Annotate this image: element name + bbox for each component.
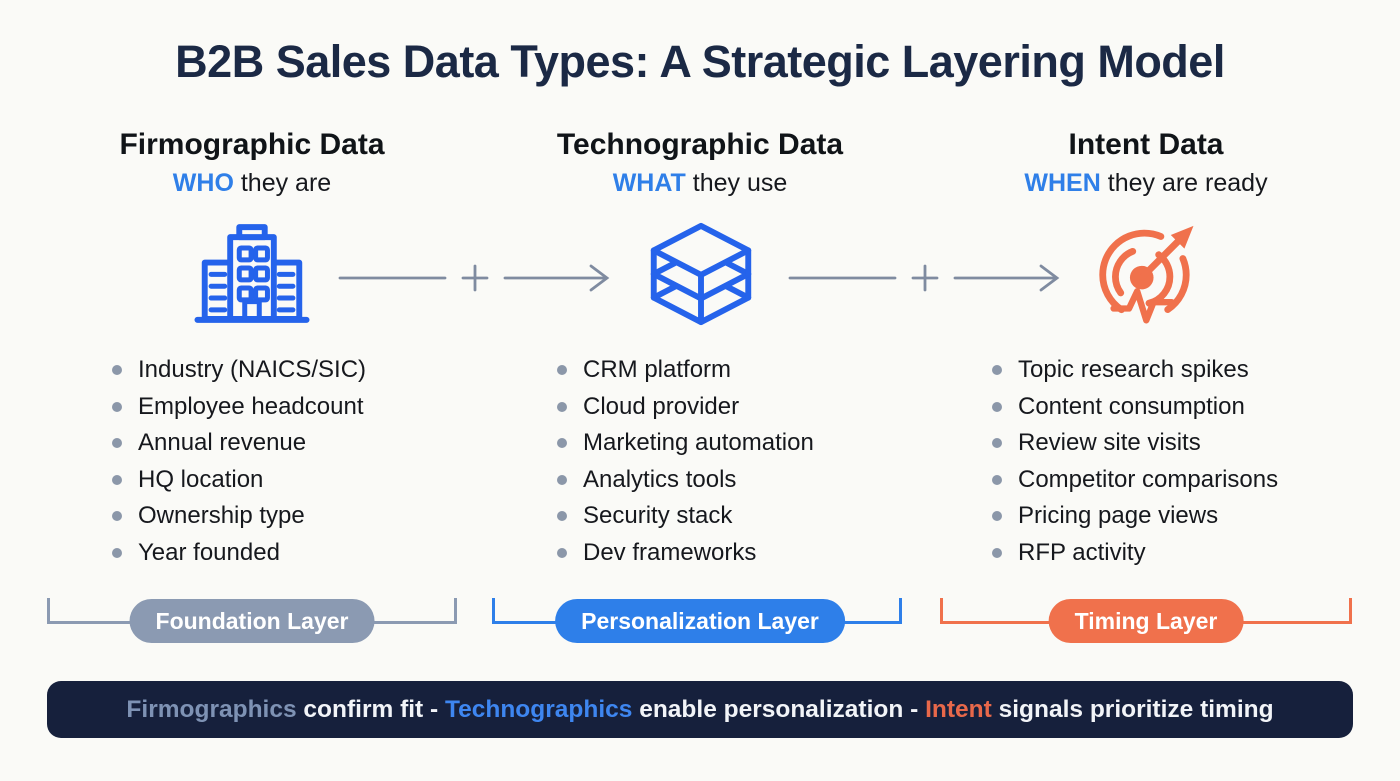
- column-header-technographic: Technographic Data WHAT they use: [508, 128, 892, 198]
- page-title: B2B Sales Data Types: A Strategic Layeri…: [175, 36, 1225, 87]
- personalization-layer-badge: Personalization Layer: [555, 599, 845, 643]
- summary-bar: Firmographics confirm fit - Technographi…: [47, 681, 1353, 738]
- subtitle-keyword: WHEN: [1024, 169, 1101, 197]
- layers-icon: [642, 220, 760, 333]
- list-item: HQ location: [112, 462, 472, 499]
- bullet-dot: [557, 511, 567, 522]
- timing-layer-badge: Timing Layer: [1048, 599, 1244, 643]
- summary-technographics: Technographics: [444, 695, 633, 723]
- list-item: Security stack: [557, 498, 917, 535]
- list-item-label: Content consumption: [1018, 392, 1245, 420]
- list-item-label: Competitor comparisons: [1018, 465, 1279, 493]
- bullet-dot: [992, 365, 1002, 376]
- bullet-dot: [992, 511, 1002, 522]
- list-item-label: Security stack: [583, 502, 733, 530]
- list-item-label: Dev frameworks: [583, 538, 757, 566]
- bullet-dot: [992, 547, 1002, 558]
- list-item-label: Year founded: [138, 538, 280, 566]
- list-item: Competitor comparisons: [992, 462, 1352, 499]
- plus-sign: [911, 264, 939, 292]
- list-item: Annual revenue: [112, 425, 472, 462]
- bullet-dot: [557, 547, 567, 558]
- bullet-dot: [112, 474, 122, 485]
- column-heading: Intent Data: [1068, 128, 1224, 161]
- bullet-dot: [557, 474, 567, 485]
- summary-text: enable personalization -: [632, 695, 926, 723]
- list-item-label: Ownership type: [138, 502, 305, 530]
- list-item: Industry (NAICS/SIC): [112, 352, 472, 389]
- list-item: Topic research spikes: [992, 352, 1352, 389]
- arrow-head: [1039, 264, 1060, 292]
- column-header-intent: Intent Data WHEN they are ready: [954, 128, 1338, 198]
- list-item-label: Review site visits: [1018, 429, 1201, 457]
- list-item-label: CRM platform: [583, 356, 732, 384]
- bullet-dot: [992, 401, 1002, 412]
- summary-text: signals prioritize timing: [991, 695, 1274, 723]
- list-item-label: HQ location: [138, 465, 264, 493]
- list-item: Dev frameworks: [557, 535, 917, 572]
- intent-list: Topic research spikes Content consumptio…: [992, 352, 1352, 571]
- subtitle-rest: they use: [692, 169, 788, 197]
- building-icon: [192, 220, 312, 332]
- bullet-dot: [112, 401, 122, 412]
- bullet-dot: [557, 438, 567, 449]
- bullet-dot: [112, 547, 122, 558]
- list-item-label: Topic research spikes: [1018, 356, 1249, 384]
- bullet-dot: [992, 438, 1002, 449]
- list-item-label: Pricing page views: [1018, 502, 1219, 530]
- plus-sign: [461, 264, 489, 292]
- column-subtitle: WHO they are: [60, 169, 444, 198]
- target-arrow-icon: [1090, 218, 1208, 335]
- bullet-dot: [992, 474, 1002, 485]
- list-item: Pricing page views: [992, 498, 1352, 535]
- column-heading: Technographic Data: [556, 128, 844, 161]
- bullet-dot: [112, 511, 122, 522]
- list-item-label: Industry (NAICS/SIC): [138, 356, 367, 384]
- list-item-label: Analytics tools: [583, 465, 737, 493]
- list-item: Analytics tools: [557, 462, 917, 499]
- column-subtitle: WHEN they are ready: [954, 169, 1338, 198]
- technographic-list: CRM platform Cloud provider Marketing au…: [557, 352, 917, 571]
- list-item-label: Cloud provider: [583, 392, 740, 420]
- firmographic-list: Industry (NAICS/SIC) Employee headcount …: [112, 352, 472, 571]
- list-item: Ownership type: [112, 498, 472, 535]
- column-header-firmographic: Firmographic Data WHO they are: [60, 128, 444, 198]
- list-item: Marketing automation: [557, 425, 917, 462]
- bullet-dot: [112, 365, 122, 376]
- list-item-label: Annual revenue: [138, 429, 307, 457]
- subtitle-keyword: WHO: [172, 169, 234, 197]
- list-item: Employee headcount: [112, 389, 472, 426]
- column-subtitle: WHAT they use: [508, 169, 892, 198]
- list-item-label: RFP activity: [1018, 538, 1146, 566]
- bullet-dot: [557, 365, 567, 376]
- list-item: RFP activity: [992, 535, 1352, 572]
- connector-arrow-2: [785, 258, 1075, 303]
- list-item: Content consumption: [992, 389, 1352, 426]
- summary-text: confirm fit -: [296, 695, 445, 723]
- list-item: Year founded: [112, 535, 472, 572]
- bullet-dot: [112, 438, 122, 449]
- column-heading: Firmographic Data: [119, 128, 385, 161]
- list-item: Cloud provider: [557, 389, 917, 426]
- subtitle-rest: they are: [240, 169, 332, 197]
- foundation-layer-badge: Foundation Layer: [129, 599, 375, 643]
- bullet-dot: [557, 401, 567, 412]
- subtitle-keyword: WHAT: [612, 169, 686, 197]
- summary-intent: Intent: [925, 695, 992, 723]
- list-item: CRM platform: [557, 352, 917, 389]
- list-item-label: Employee headcount: [138, 392, 364, 420]
- connector-arrow-1: [335, 258, 625, 303]
- arrow-head: [589, 264, 610, 292]
- summary-firmographics: Firmographics: [126, 695, 297, 723]
- list-item: Review site visits: [992, 425, 1352, 462]
- list-item-label: Marketing automation: [583, 429, 814, 457]
- subtitle-rest: they are ready: [1107, 169, 1268, 197]
